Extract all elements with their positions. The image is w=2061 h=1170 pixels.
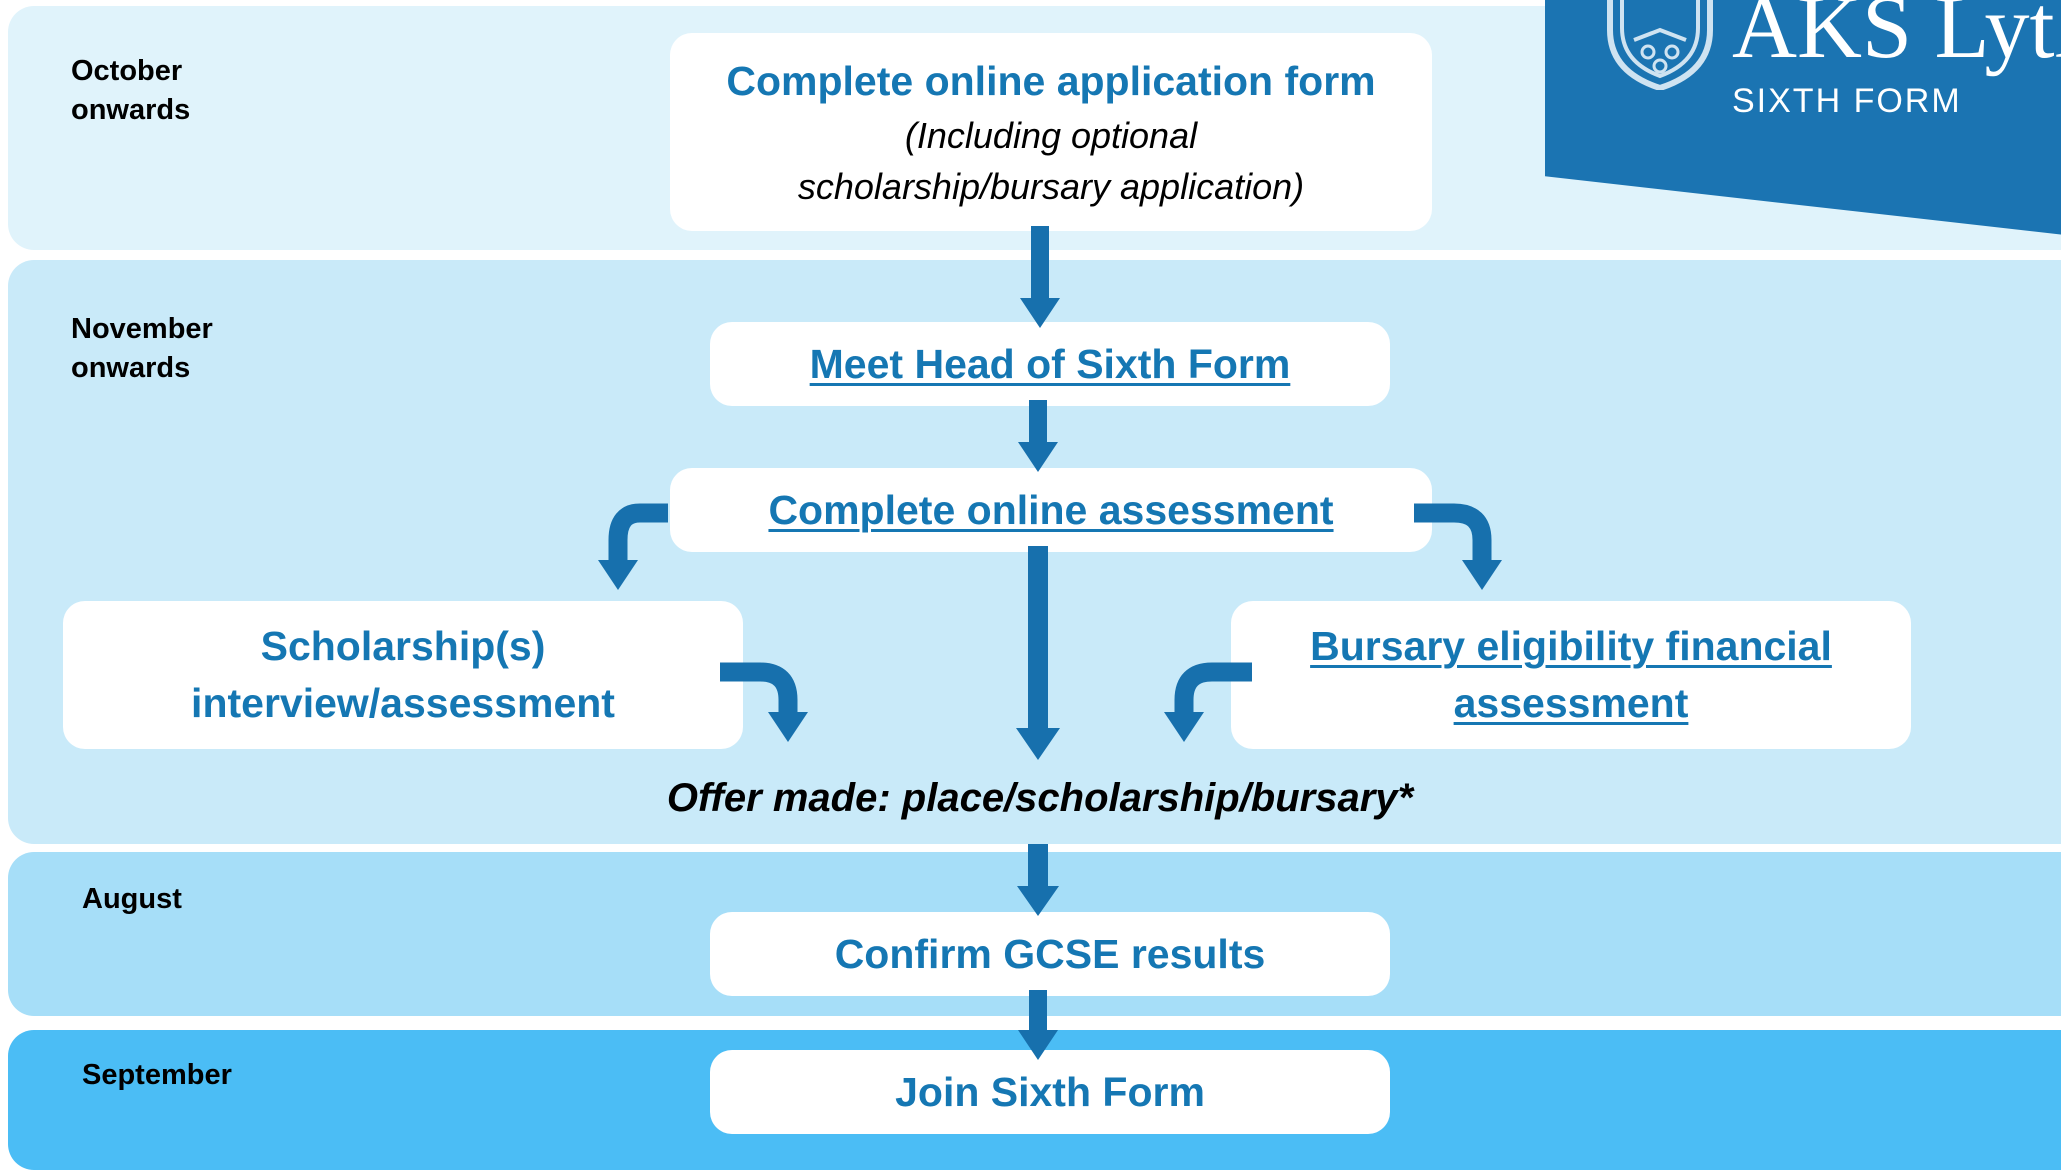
logo-name: AKS Lyth bbox=[1732, 0, 2061, 77]
confirm-gcse-title: Confirm GCSE results bbox=[834, 930, 1266, 977]
arrow-down-1 bbox=[1020, 226, 1060, 328]
arrow-down-3 bbox=[1016, 546, 1060, 760]
arrow-down-5 bbox=[1018, 990, 1058, 1060]
period-september: September bbox=[82, 1059, 232, 1091]
join-title: Join Sixth Form bbox=[895, 1068, 1205, 1115]
arrow-down-4 bbox=[1017, 844, 1059, 916]
crest-icon bbox=[1607, 0, 1713, 90]
step-scholarship: Scholarship(s) interview/assessment bbox=[63, 601, 743, 749]
step-join: Join Sixth Form bbox=[710, 1050, 1390, 1134]
period-october: October onwards bbox=[71, 55, 191, 126]
step-meet-head: Meet Head of Sixth Form bbox=[710, 322, 1390, 406]
period-august: August bbox=[82, 883, 182, 915]
scholarship-title: Scholarship(s) interview/assessment bbox=[191, 623, 615, 726]
arrow-curve-bursary bbox=[1174, 662, 1252, 714]
application-title: Complete online application form bbox=[726, 57, 1376, 104]
arrow-curve-right-top bbox=[1414, 503, 1492, 562]
step-online-assessment: Complete online assessment bbox=[670, 468, 1432, 552]
arrow-curve-scholarship bbox=[720, 662, 798, 714]
arrow-curve-left-top bbox=[608, 503, 668, 562]
arrow-down-2 bbox=[1018, 400, 1058, 472]
logo-subtitle: SIXTH FORM bbox=[1732, 82, 1962, 120]
step-application: Complete online application form (Includ… bbox=[670, 33, 1432, 231]
period-november: November onwards bbox=[71, 313, 213, 384]
step-bursary: Bursary eligibility financial assessment bbox=[1231, 601, 1911, 749]
offer-text: Offer made: place/scholarship/bursary* bbox=[666, 776, 1414, 820]
application-subtitle: (Including optional scholarship/bursary … bbox=[797, 114, 1305, 207]
step-confirm-gcse: Confirm GCSE results bbox=[710, 912, 1390, 996]
meet-head-link[interactable]: Meet Head of Sixth Form bbox=[809, 340, 1291, 387]
bursary-link[interactable]: Bursary eligibility financial assessment bbox=[1310, 623, 1832, 726]
online-assessment-link[interactable]: Complete online assessment bbox=[768, 486, 1334, 533]
